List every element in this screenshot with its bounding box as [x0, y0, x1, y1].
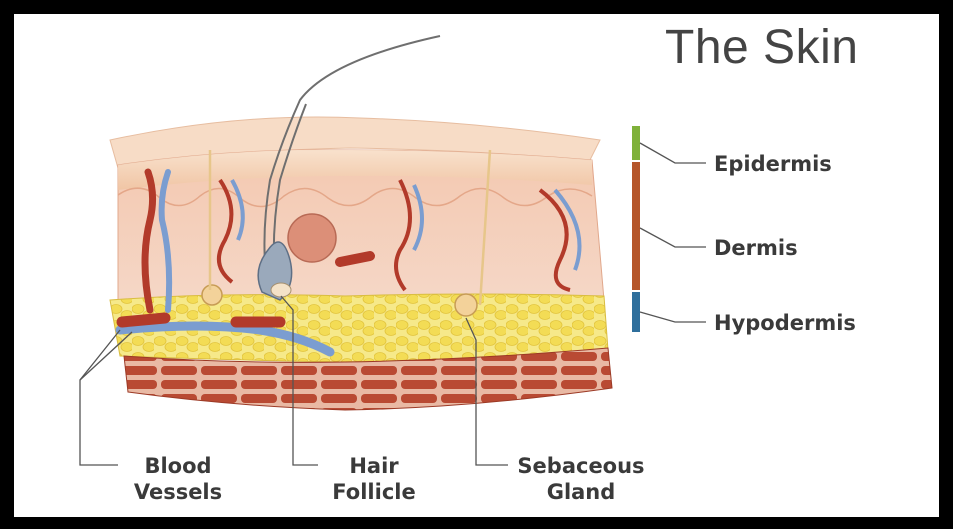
diagram-title: The Skin	[665, 20, 858, 75]
hypodermis-bar	[632, 292, 640, 332]
label-hair-follicle-line1: Hair	[314, 453, 434, 479]
label-dermis: Dermis	[714, 236, 798, 260]
label-blood-vessels-line2: Vessels	[118, 479, 238, 505]
layer-bracket	[632, 126, 640, 332]
label-epidermis: Epidermis	[714, 152, 832, 176]
dermis-block	[118, 150, 604, 312]
label-sebaceous-gland-line2: Gland	[506, 479, 656, 505]
label-hair-follicle: Hair Follicle	[314, 453, 434, 505]
label-blood-vessels: Blood Vessels	[118, 453, 238, 505]
epidermis-bar	[632, 126, 640, 160]
layer-leader-lines	[640, 143, 706, 322]
label-hypodermis: Hypodermis	[714, 311, 856, 335]
label-blood-vessels-line1: Blood	[118, 453, 238, 479]
label-sebaceous-gland-line1: Sebaceous	[506, 453, 656, 479]
label-hair-follicle-line2: Follicle	[314, 479, 434, 505]
label-sebaceous-gland: Sebaceous Gland	[506, 453, 656, 505]
dermis-bar	[632, 162, 640, 290]
